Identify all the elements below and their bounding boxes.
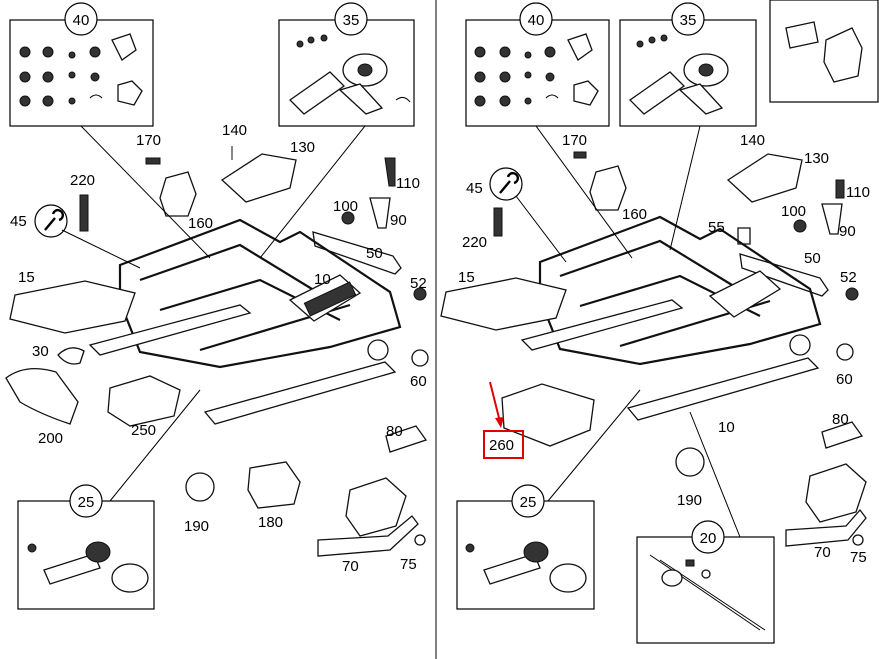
- seat-frame-10: [88, 218, 402, 425]
- callout-10-right: 10: [718, 419, 735, 436]
- switch-panel: [785, 21, 819, 49]
- seat-frame-10-right: [520, 215, 822, 421]
- callout-45: 45: [10, 213, 27, 230]
- callout-40-right: 40: [528, 12, 545, 29]
- leader-lines-right: [515, 125, 741, 538]
- callout-110: 110: [396, 175, 420, 192]
- part-80-right: [821, 421, 864, 449]
- callout-190-right: 190: [677, 492, 702, 509]
- fastener-grid: [19, 33, 143, 107]
- part-15-right: [440, 277, 567, 331]
- callout-50: 50: [366, 245, 383, 262]
- callout-80: 80: [386, 423, 403, 440]
- callout-60-right: 60: [836, 371, 853, 388]
- callout-90: 90: [390, 212, 407, 229]
- callout-35: 35: [343, 12, 360, 29]
- callout-50-right: 50: [804, 250, 821, 267]
- highlight-arrow-icon: [489, 381, 501, 423]
- callout-35-circle: [334, 2, 368, 36]
- callout-220: 220: [70, 172, 95, 189]
- callout-75-right: 75: [850, 549, 867, 566]
- callout-90-right: 90: [839, 223, 856, 240]
- part-190-right: [675, 447, 705, 477]
- callout-140: 140: [222, 122, 247, 139]
- part-200: [5, 367, 79, 425]
- leader-lines: [61, 125, 366, 502]
- callout-100-right: 100: [781, 203, 806, 220]
- callout-52: 52: [410, 275, 427, 292]
- kit-box-40-right: [465, 19, 610, 127]
- part-60-right: [836, 343, 854, 361]
- part-70-right: [785, 508, 867, 547]
- callout-15: 15: [18, 269, 35, 286]
- callout-60: 60: [410, 373, 427, 390]
- part-70: [317, 515, 419, 557]
- callout-200: 200: [38, 430, 63, 447]
- callout-70-right: 70: [814, 544, 831, 561]
- callout-25: 25: [78, 494, 95, 511]
- module-260: [501, 383, 595, 447]
- cable-kit-20: [649, 554, 766, 631]
- part-15: [9, 280, 136, 334]
- module-250: [107, 375, 181, 427]
- small-parts: [79, 146, 427, 301]
- part-180: [247, 461, 301, 509]
- callout-40-circle: [64, 2, 98, 36]
- callout-75: 75: [400, 556, 417, 573]
- seat-motor-35-right: [628, 34, 729, 115]
- left-panel: 40 35: [5, 2, 429, 610]
- callout-170-right: 170: [562, 132, 587, 149]
- highlight-arrowhead: [495, 417, 504, 428]
- small-parts-right: [493, 151, 859, 301]
- seat-motor-35: [288, 34, 411, 115]
- part-75-right: [852, 534, 864, 546]
- callout-70: 70: [342, 558, 359, 575]
- callout-45-right: 45: [466, 180, 483, 197]
- part-75: [414, 534, 426, 546]
- callout-25-right: 25: [520, 494, 537, 511]
- wrench-glyph: [44, 208, 65, 231]
- right-panel: 40 35: [440, 0, 879, 644]
- callout-25-circle: [69, 484, 103, 518]
- callout-160-right: 160: [622, 206, 647, 223]
- callout-10: 10: [314, 271, 331, 288]
- part-30: [57, 347, 85, 365]
- callout-140-right: 140: [740, 132, 765, 149]
- actuator-25-right: [465, 541, 587, 593]
- kit-box-40: [9, 19, 154, 127]
- callout-100: 100: [333, 198, 358, 215]
- callout-250: 250: [131, 422, 156, 439]
- actuator-25: [27, 541, 149, 593]
- callout-260: 260: [489, 437, 514, 454]
- callout-220-right: 220: [462, 234, 487, 251]
- callout-130-right: 130: [804, 150, 829, 167]
- callout-130: 130: [290, 139, 315, 156]
- callout-80-right: 80: [832, 411, 849, 428]
- callout-30: 30: [32, 343, 49, 360]
- callout-170: 170: [136, 132, 161, 149]
- callout-52-right: 52: [840, 269, 857, 286]
- part-80: [385, 425, 428, 453]
- callout-55: 55: [708, 219, 725, 236]
- part-60: [411, 349, 429, 367]
- callout-15-right: 15: [458, 269, 475, 286]
- callout-110-right: 110: [846, 184, 870, 201]
- callout-20: 20: [700, 530, 717, 547]
- callout-190: 190: [184, 518, 209, 535]
- callout-40: 40: [73, 12, 90, 29]
- fastener-grid-right: [474, 33, 599, 107]
- callout-35-right: 35: [680, 12, 697, 29]
- part-190: [185, 472, 215, 502]
- callout-260-highlight-box: [483, 430, 524, 459]
- callout-160: 160: [188, 215, 213, 232]
- callout-180: 180: [258, 514, 283, 531]
